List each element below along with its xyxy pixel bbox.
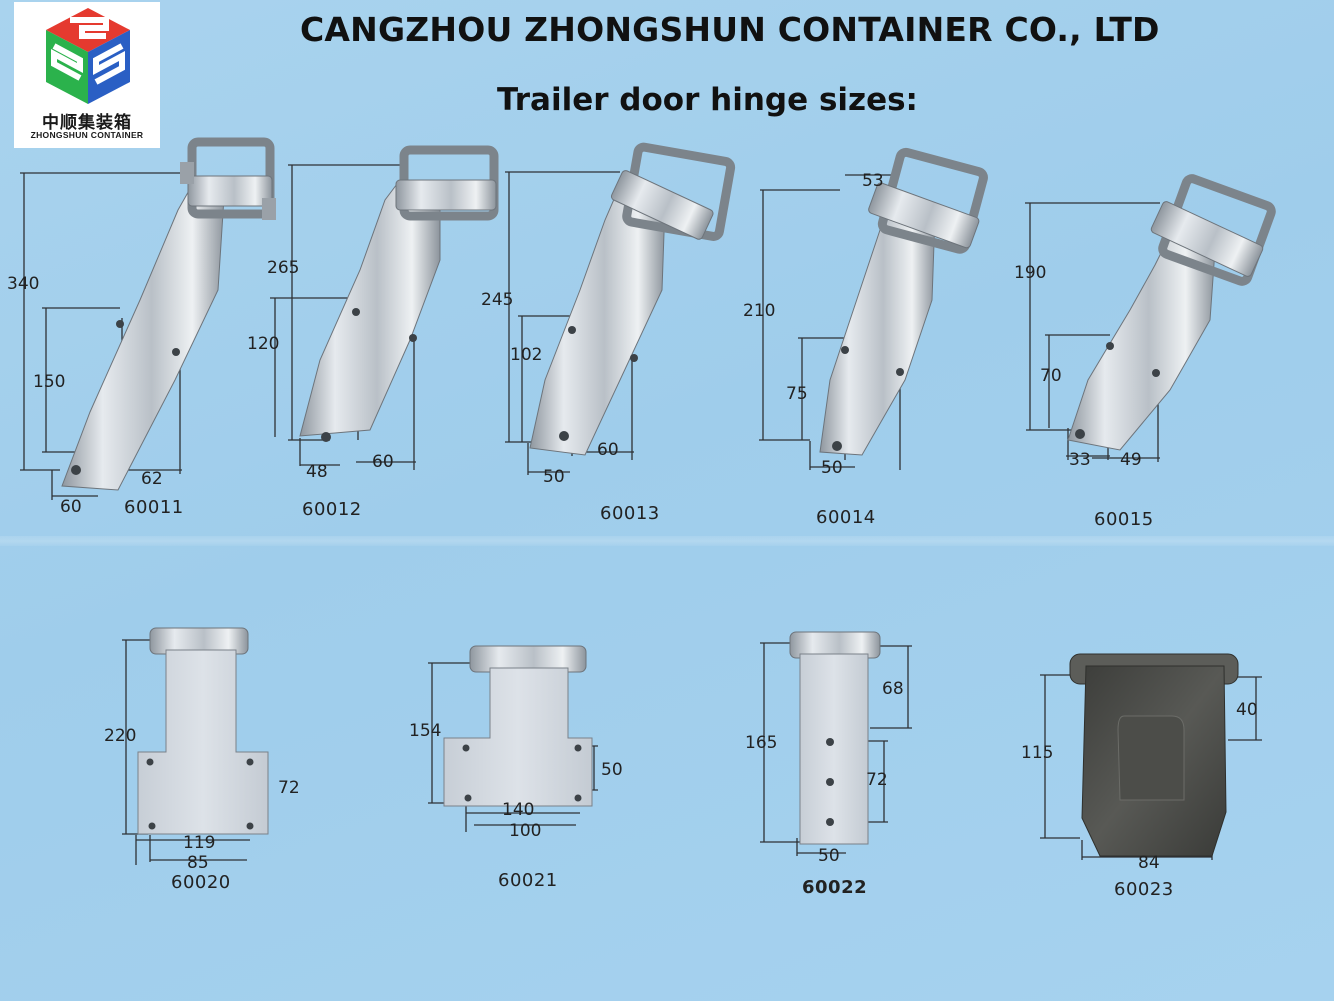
hinge-60022-dim-50: 50 <box>818 846 840 866</box>
hinge-60021-shape <box>443 645 593 807</box>
hinge-60012-model: 60012 <box>302 499 362 520</box>
hinge-60022-dim-72: 72 <box>866 770 888 790</box>
hinge-60022-dim-68: 68 <box>882 679 904 699</box>
hinge-60014-dim-53: 53 <box>862 171 884 191</box>
hinge-60021-dim-154: 154 <box>409 721 442 741</box>
hinge-60020-dim-220: 220 <box>104 726 137 746</box>
page-subtitle: Trailer door hinge sizes: <box>497 82 918 118</box>
hinge-60011-dim-340: 340 <box>7 274 40 294</box>
logo-cube-icon <box>46 8 130 104</box>
hinge-60014-dim-210: 210 <box>743 301 776 321</box>
hinge-60020-shape <box>137 627 269 835</box>
hinge-60014-dim-50: 50 <box>821 458 843 478</box>
hinge-60011-dim-62: 62 <box>141 469 163 489</box>
hinge-60012-dim-48: 48 <box>306 462 328 482</box>
hinge-60021-dim-50: 50 <box>601 760 623 780</box>
hinge-60013-shape <box>529 142 736 456</box>
hinge-60013-dim-245: 245 <box>481 290 514 310</box>
hinge-60023-shape <box>1069 653 1239 857</box>
hinge-60015-dim-70: 70 <box>1040 366 1062 386</box>
logo-name-cn: 中顺集装箱 <box>42 113 132 133</box>
hinge-60020-dim-72: 72 <box>278 778 300 798</box>
hinge-60013-model: 60013 <box>600 503 660 524</box>
hinge-60020-model: 60020 <box>171 872 231 893</box>
hinge-60015-model: 60015 <box>1094 509 1154 530</box>
hinge-60013-dim-102: 102 <box>510 345 543 365</box>
hinge-60013-dim-50: 50 <box>543 467 565 487</box>
logo-name-en: ZHONGSHUN CONTAINER <box>30 130 144 140</box>
hinge-60014-shape <box>819 147 988 456</box>
hinge-60011-shape <box>61 137 276 491</box>
hinge-60011-model: 60011 <box>124 497 184 518</box>
hinge-60012-dim-265: 265 <box>267 258 300 278</box>
hinge-60015-dim-49: 49 <box>1120 450 1142 470</box>
hinge-60014-model: 60014 <box>816 507 876 528</box>
hinge-60015-dim-190: 190 <box>1014 263 1047 283</box>
hinge-60023-dim-40: 40 <box>1236 700 1258 720</box>
hinge-60013-dim-60: 60 <box>597 440 619 460</box>
hinge-60021-dim-100: 100 <box>509 821 542 841</box>
hinge-60023-model: 60023 <box>1114 879 1174 900</box>
hinge-60014-dim-75: 75 <box>786 384 808 404</box>
hinge-60021-dim-140: 140 <box>502 800 535 820</box>
company-name: CANGZHOU ZHONGSHUN CONTAINER CO., LTD <box>300 10 1160 49</box>
hinge-60022-dim-165: 165 <box>745 733 778 753</box>
hinge-60023-dim-84: 84 <box>1138 853 1160 873</box>
hinge-60021-model: 60021 <box>498 870 558 891</box>
section-divider <box>0 536 1334 546</box>
hinge-60020-dim-85: 85 <box>187 853 209 873</box>
hinge-60023-dim-115: 115 <box>1021 743 1054 763</box>
hinge-60015-dim-33: 33 <box>1069 450 1091 470</box>
hinge-60011-dim-150: 150 <box>33 372 66 392</box>
hinge-60012-dim-60: 60 <box>372 452 394 472</box>
hinge-60020-dim-119: 119 <box>183 833 216 853</box>
hinge-60022-shape <box>789 631 881 845</box>
hinge-60022-model: 60022 <box>802 877 868 898</box>
hinge-60011-dim-60: 60 <box>60 497 82 517</box>
hinge-60015-shape <box>1067 174 1276 451</box>
hinge-60012-dim-120: 120 <box>247 334 280 354</box>
hinge-60012-shape <box>299 145 499 442</box>
company-logo: 中顺集装箱 ZHONGSHUN CONTAINER <box>14 2 160 148</box>
